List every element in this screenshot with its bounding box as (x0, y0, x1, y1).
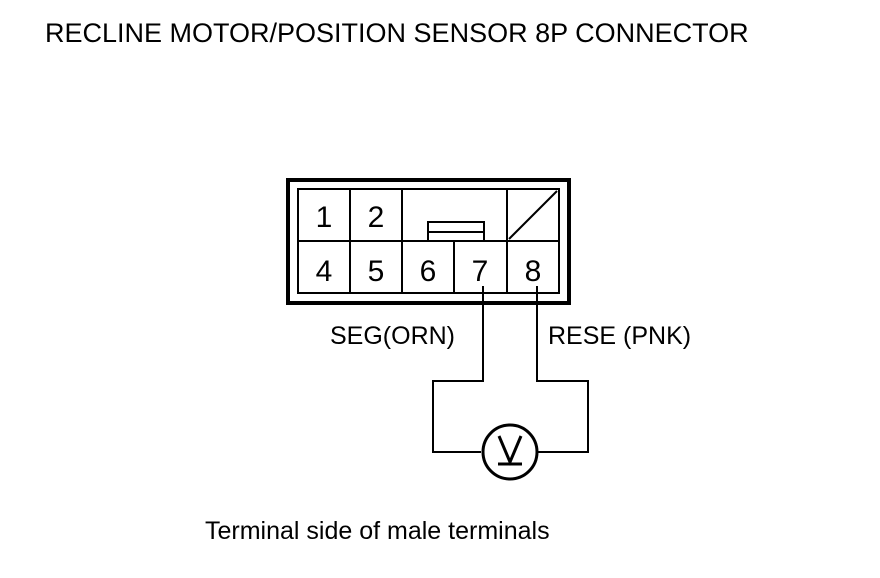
pin-2: 2 (368, 201, 385, 234)
voltmeter-icon (481, 423, 539, 481)
wire-label-seg: SEG(ORN) (330, 322, 455, 350)
diagram-title: RECLINE MOTOR/POSITION SENSOR 8P CONNECT… (45, 18, 749, 48)
wire-pin-8 (536, 286, 589, 453)
diagram-caption: Terminal side of male terminals (205, 517, 550, 545)
wire-label-rese: RESE (PNK) (548, 322, 691, 350)
unused-cavity-mark (508, 190, 558, 240)
pin-1: 1 (316, 201, 333, 234)
connector-housing-outer (286, 178, 571, 305)
pin-5: 5 (368, 255, 385, 288)
pin-6: 6 (420, 255, 437, 288)
pin-4: 4 (316, 255, 333, 288)
pin-8: 8 (525, 255, 542, 288)
pin-7: 7 (472, 255, 489, 288)
wire-pin-7 (432, 286, 484, 453)
